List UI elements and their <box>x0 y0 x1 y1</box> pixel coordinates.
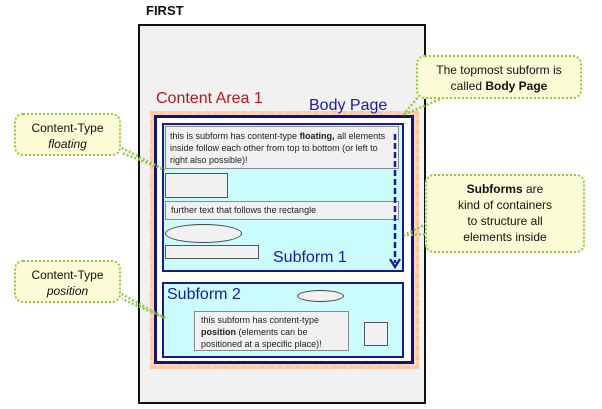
ellipse-element <box>297 290 344 302</box>
callout-line: floating <box>48 137 87 151</box>
callout-content-type-position: Content-Type position <box>14 260 121 303</box>
further-text-box: further text that follows the rectangle <box>165 201 399 220</box>
floating-description-text: this is subform has content-type floatin… <box>165 126 399 169</box>
subform-2-label: Subform 2 <box>167 286 241 303</box>
callout-body-page: The topmost subform is called Body Page <box>416 55 582 99</box>
callout-content-type-floating: Content-Type floating <box>14 113 121 156</box>
callout-tail-subforms <box>403 220 434 237</box>
callout-bold: Body Page <box>485 79 548 93</box>
flow-arrow-head <box>389 258 401 270</box>
text-bold: floating, <box>299 131 335 141</box>
body-page-label: Body Page <box>309 97 388 114</box>
callout-line: Content-Type <box>31 121 104 135</box>
square-element <box>364 322 388 346</box>
text-post: all elements inside follow each other fr… <box>170 131 386 165</box>
callout-tail-position <box>117 290 166 320</box>
callout-subforms: Subforms are kind of containers to struc… <box>425 174 585 253</box>
content-area-label: Content Area 1 <box>156 90 263 107</box>
text-post: (elements can be positioned at a specifi… <box>201 327 322 349</box>
callout-text: called <box>450 79 486 93</box>
text-pre: this subform has content-type <box>201 315 320 325</box>
callout-line: kind of containers <box>457 198 553 212</box>
callout-line: Content-Type <box>31 268 104 282</box>
ellipse-element <box>165 224 242 243</box>
page-title: FIRST <box>146 3 184 18</box>
callout-tail-bodypage <box>402 94 446 117</box>
callout-tail-floating <box>117 144 166 172</box>
bar-element <box>165 245 259 259</box>
callout-bold: Subforms <box>466 182 523 196</box>
text-pre: this is subform has content-type <box>170 131 300 141</box>
callout-line: position <box>46 284 89 298</box>
callout-line: elements inside <box>463 230 547 244</box>
rectangle-element <box>165 173 228 198</box>
position-description-text: this subform has content-type position (… <box>194 311 349 351</box>
callout-line: The topmost subform is <box>436 63 562 77</box>
callout-text: are <box>522 182 544 196</box>
callout-line: to structure all <box>467 214 543 228</box>
text-bold: position <box>201 327 236 337</box>
subform-1-label: Subform 1 <box>273 249 347 266</box>
